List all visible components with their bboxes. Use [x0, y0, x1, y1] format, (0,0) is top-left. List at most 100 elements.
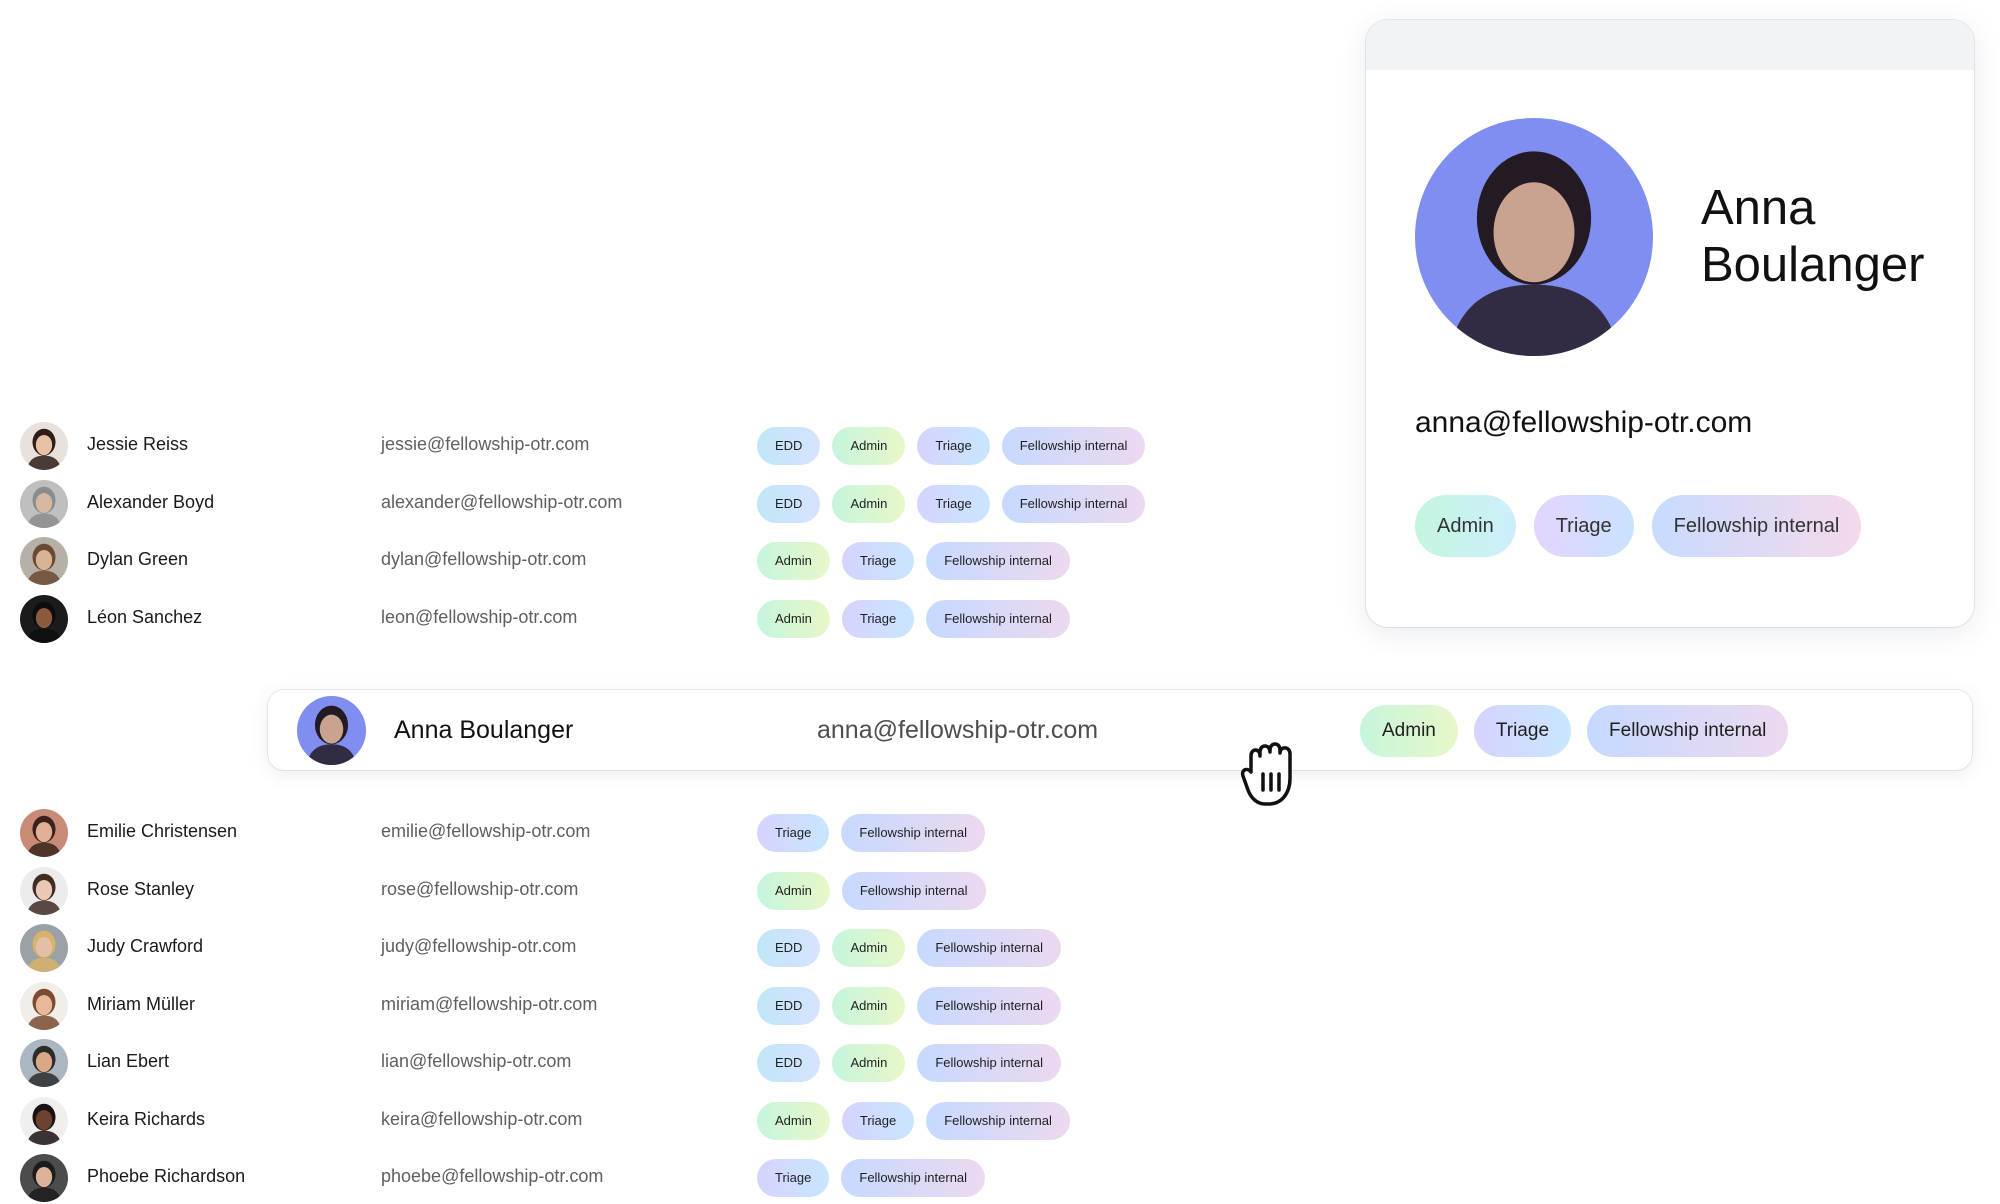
user-row[interactable]: Lian Ebert lian@fellowship-otr.com EDD Admi…	[0, 1037, 1180, 1089]
tag-fi[interactable]: Fellowship internal	[1001, 427, 1146, 465]
user-email: judy@fellowship-otr.com	[381, 936, 577, 956]
tag-edd[interactable]: EDD	[757, 1044, 821, 1082]
tag-fi[interactable]: Fellowship internal	[926, 542, 1070, 580]
tag-edd[interactable]: EDD	[757, 986, 821, 1025]
tag-triage[interactable]: Triage	[1533, 495, 1634, 557]
tag-triage[interactable]: Triage	[1473, 705, 1572, 757]
tag-fi[interactable]: Fellowship internal	[841, 814, 986, 852]
profile-tag-list: Admin Triage Fellowship internal	[1415, 495, 1862, 557]
user-row[interactable]: Keira Richards keira@fellowship-otr.com Ad…	[0, 1095, 1180, 1147]
tag-list: Triage Fellowship internal	[757, 814, 986, 852]
grab-hand-icon	[1233, 734, 1313, 814]
avatar	[20, 981, 68, 1030]
tag-admin[interactable]: Admin	[832, 986, 906, 1025]
user-name: Dylan Green	[87, 549, 189, 569]
tag-fi[interactable]: Fellowship internal	[926, 599, 1070, 638]
tag-admin[interactable]: Admin	[757, 871, 830, 910]
user-name: Jessie Reiss	[87, 434, 189, 454]
user-row[interactable]: Alexander Boyd alexander@fellowship-otr.c…	[0, 478, 1180, 530]
tag-admin[interactable]: Admin	[832, 929, 906, 967]
tag-list: Admin Triage Fellowship internal	[757, 542, 1070, 580]
tag-fi[interactable]: Fellowship internal	[917, 1044, 1061, 1082]
tag-admin[interactable]: Admin	[832, 427, 906, 465]
avatar	[20, 1039, 68, 1087]
tag-fi[interactable]: Fellowship internal	[926, 1101, 1070, 1140]
avatar	[20, 594, 68, 643]
profile-email: anna@fellowship-otr.com	[1415, 406, 1753, 439]
avatar	[20, 537, 68, 585]
user-row[interactable]: Miriam Müller miriam@fellowship-otr.com ED…	[0, 980, 1180, 1032]
tag-list: EDD Admin Triage Fellowship internal	[757, 484, 1146, 523]
tag-list: EDD Admin Triage Fellowship internal	[757, 427, 1146, 465]
avatar	[20, 422, 68, 470]
user-email: keira@fellowship-otr.com	[381, 1108, 583, 1129]
user-name: Léon Sanchez	[87, 606, 203, 627]
profile-last-name: Boulanger	[1701, 238, 1925, 292]
tag-fi[interactable]: Fellowship internal	[917, 929, 1061, 967]
user-row[interactable]: Dylan Green dylan@fellowship-otr.com Admin…	[0, 535, 1180, 587]
tag-triage[interactable]: Triage	[841, 1101, 915, 1140]
tag-admin[interactable]: Admin	[757, 542, 830, 580]
user-email: miriam@fellowship-otr.com	[381, 993, 598, 1014]
profile-first-name: Anna	[1701, 181, 1816, 235]
tag-list: Admin Triage Fellowship internal	[757, 1101, 1070, 1140]
tag-list: Admin Triage Fellowship internal	[1360, 705, 1789, 757]
tag-edd[interactable]: EDD	[757, 929, 821, 967]
user-name: Keira Richards	[87, 1108, 206, 1129]
avatar	[297, 696, 366, 765]
avatar	[20, 1096, 68, 1145]
user-row[interactable]: Jessie Reiss jessie@fellowship-otr.com EDD…	[0, 420, 1180, 472]
card-header	[1366, 20, 1974, 70]
user-email: phoebe@fellowship-otr.com	[381, 1166, 604, 1186]
user-email: lian@fellowship-otr.com	[381, 1051, 572, 1071]
tag-admin[interactable]: Admin	[1360, 705, 1458, 757]
tag-list: Admin Fellowship internal	[757, 871, 986, 910]
tag-fi[interactable]: Fellowship internal	[1651, 495, 1862, 557]
tag-fi[interactable]: Fellowship internal	[841, 1159, 986, 1197]
tag-triage[interactable]: Triage	[757, 1159, 830, 1197]
user-email: anna@fellowship-otr.com	[817, 716, 1099, 744]
user-name: Anna Boulanger	[394, 716, 574, 744]
user-email: jessie@fellowship-otr.com	[381, 434, 590, 454]
tag-triage[interactable]: Triage	[841, 599, 915, 638]
avatar	[20, 866, 68, 915]
user-email: alexander@fellowship-otr.com	[381, 491, 623, 512]
user-name: Lian Ebert	[87, 1051, 170, 1071]
tag-admin[interactable]: Admin	[832, 484, 906, 523]
user-email: rose@fellowship-otr.com	[381, 878, 579, 899]
dragged-user-row[interactable]: Anna Boulanger anna@fellowship-otr.com A…	[268, 690, 1972, 770]
tag-fi[interactable]: Fellowship internal	[841, 871, 986, 910]
user-name: Rose Stanley	[87, 878, 195, 899]
tag-admin[interactable]: Admin	[832, 1044, 906, 1082]
user-row[interactable]: Rose Stanley rose@fellowship-otr.com Admin…	[0, 865, 1180, 917]
user-name: Alexander Boyd	[87, 491, 215, 512]
avatar	[20, 479, 68, 528]
tag-fi[interactable]: Fellowship internal	[1587, 705, 1789, 757]
tag-triage[interactable]: Triage	[917, 484, 990, 523]
tag-triage[interactable]: Triage	[917, 427, 990, 465]
tag-edd[interactable]: EDD	[757, 484, 821, 523]
user-email: dylan@fellowship-otr.com	[381, 549, 587, 569]
profile-avatar	[1415, 118, 1653, 356]
tag-list: Triage Fellowship internal	[757, 1159, 986, 1197]
tag-list: EDD Admin Fellowship internal	[757, 986, 1061, 1025]
user-email: emilie@fellowship-otr.com	[381, 821, 591, 841]
avatar	[20, 1154, 68, 1202]
tag-triage[interactable]: Triage	[841, 542, 915, 580]
tag-admin[interactable]: Admin	[757, 1101, 830, 1140]
tag-fi[interactable]: Fellowship internal	[1001, 484, 1146, 523]
tag-triage[interactable]: Triage	[757, 814, 830, 852]
profile-name: Anna Boulanger	[1701, 180, 1961, 294]
tag-list: Admin Triage Fellowship internal	[757, 599, 1070, 638]
tag-edd[interactable]: EDD	[757, 427, 821, 465]
tag-admin[interactable]: Admin	[1415, 495, 1516, 557]
tag-admin[interactable]: Admin	[757, 599, 830, 638]
user-name: Miriam Müller	[87, 993, 195, 1014]
tag-list: EDD Admin Fellowship internal	[757, 1044, 1061, 1082]
tag-fi[interactable]: Fellowship internal	[917, 986, 1061, 1025]
profile-card: Anna Boulanger anna@fellowship-otr.com A…	[1366, 20, 1974, 627]
